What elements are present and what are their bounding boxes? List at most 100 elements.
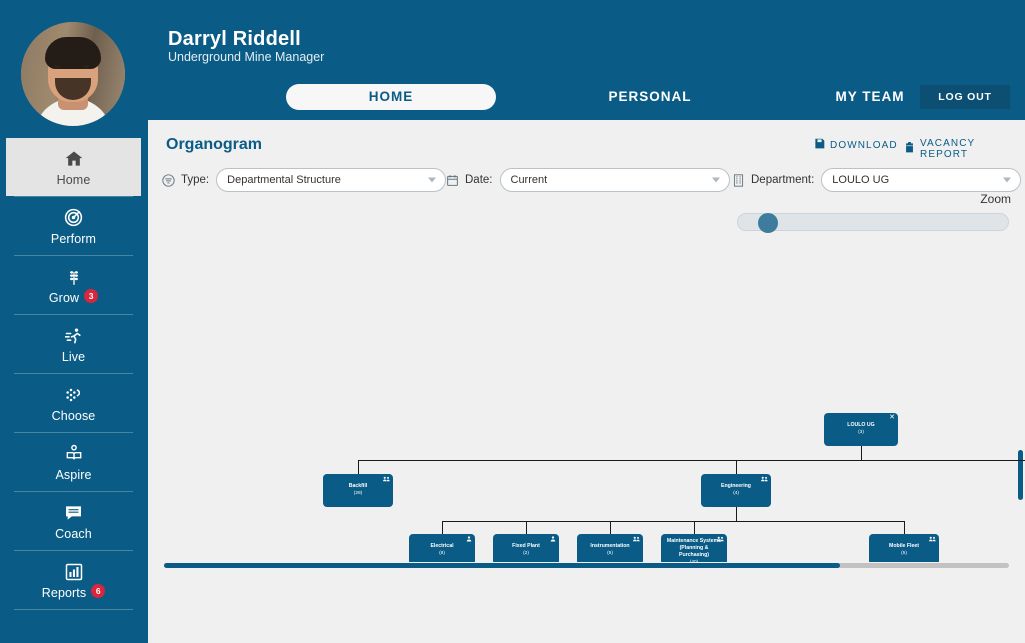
tab-my-team[interactable]: MY TEAM	[835, 89, 905, 104]
connector-horizontal	[442, 521, 904, 523]
org-chart[interactable]: LOULO UG(3)✕Backfill(29)Engineering(4)Ex…	[148, 232, 1025, 562]
sidebar-item-label: Choose	[51, 408, 96, 423]
org-node-name: Instrumentation	[590, 543, 630, 550]
org-node-name: LOULO UG	[847, 422, 875, 429]
chevron-down-icon	[428, 177, 437, 183]
sidebar-item-label: Live	[61, 349, 86, 364]
close-icon[interactable]: ✕	[889, 414, 895, 421]
date-control: Date: Current	[446, 168, 730, 192]
connector-vertical	[442, 521, 444, 534]
zoom-label: Zoom	[980, 192, 1011, 206]
org-node[interactable]: LOULO UG(3) ✕	[824, 413, 898, 446]
sidebar-item-reports[interactable]: Reports 6	[6, 551, 141, 609]
sidebar-divider	[14, 255, 133, 256]
home-icon	[63, 148, 85, 170]
vacancy-report-button[interactable]: VACANCY REPORT	[904, 138, 1025, 160]
person-icon	[550, 536, 556, 544]
save-disk-icon	[814, 138, 825, 152]
user-name: Darryl Riddell	[168, 28, 301, 50]
department-control: Department: LOULO UG	[732, 168, 1022, 192]
sidebar-divider	[14, 491, 133, 492]
department-value: LOULO UG	[832, 174, 890, 186]
avatar[interactable]	[21, 22, 125, 126]
calendar-icon	[446, 174, 459, 187]
zoom-slider-handle[interactable]	[758, 213, 778, 233]
people-icon	[761, 476, 768, 484]
download-button[interactable]: DOWNLOAD	[814, 138, 898, 152]
logout-button[interactable]: LOG OUT	[920, 85, 1010, 109]
org-node-name: Fixed Plant	[512, 543, 540, 550]
connector-vertical	[736, 507, 738, 521]
connector-vertical	[610, 521, 612, 534]
org-node[interactable]: Backfill(29)	[323, 474, 393, 507]
sidebar-divider	[14, 314, 133, 315]
sidebar-divider	[14, 432, 133, 433]
sidebar-item-choose[interactable]: Choose	[6, 374, 141, 432]
content-panel: Organogram DOWNLOAD VACANCY REPORT Type:…	[148, 120, 1025, 643]
date-value: Current	[510, 174, 548, 186]
runner-icon	[63, 325, 85, 347]
header: Darryl Riddell Underground Mine Manager …	[148, 0, 1025, 120]
type-select[interactable]: Departmental Structure	[216, 168, 447, 192]
connector-vertical	[736, 460, 738, 474]
department-label: Department:	[751, 174, 815, 186]
sidebar-item-coach[interactable]: Coach	[6, 492, 141, 550]
book-person-icon	[64, 443, 84, 465]
org-node[interactable]: Engineering(4)	[701, 474, 771, 507]
people-icon	[633, 536, 640, 544]
speech-bubble-icon	[63, 502, 84, 524]
connector-vertical	[904, 521, 906, 534]
sidebar-divider	[14, 373, 133, 374]
sidebar-item-aspire[interactable]: Aspire	[6, 433, 141, 491]
org-node[interactable]: Mobile Fleet(5)	[869, 534, 939, 562]
org-node-name: Backfill	[348, 483, 368, 490]
network-icon	[63, 384, 84, 406]
sidebar-divider	[14, 609, 133, 610]
wheat-icon	[64, 266, 84, 288]
org-node-name: Maintenance Systems (Planning & Purchasi…	[666, 537, 722, 558]
org-node[interactable]: Electrical(8)	[409, 534, 475, 562]
sidebar-item-grow[interactable]: Grow 3	[6, 256, 141, 314]
connector-vertical	[358, 460, 360, 474]
org-node-count: (5)	[607, 551, 613, 557]
type-label: Type:	[181, 174, 210, 186]
main-tabs: HOME PERSONAL MY TEAM LOG OUT	[148, 84, 1025, 110]
sidebar-item-label: Grow	[48, 290, 80, 305]
sidebar-badge: 3	[84, 289, 99, 303]
tab-home[interactable]: HOME	[286, 84, 496, 110]
type-value: Departmental Structure	[227, 174, 341, 186]
sidebar-item-home[interactable]: Home	[6, 138, 141, 196]
connector-horizontal	[358, 460, 1025, 462]
connector-vertical	[526, 521, 528, 534]
sidebar-item-live[interactable]: Live	[6, 315, 141, 373]
sidebar-item-perform[interactable]: Perform	[6, 197, 141, 255]
horizontal-scroll-thumb[interactable]	[164, 563, 840, 568]
horizontal-scrollbar[interactable]	[164, 563, 1009, 568]
department-select[interactable]: LOULO UG	[821, 168, 1022, 192]
org-node[interactable]: Maintenance Systems (Planning & Purchasi…	[661, 534, 727, 562]
date-select[interactable]: Current	[499, 168, 730, 192]
org-node[interactable]: Instrumentation(5)	[577, 534, 643, 562]
sidebar-item-label: Home	[56, 172, 91, 187]
zoom-slider[interactable]	[737, 213, 1009, 233]
sidebar-item-label: Aspire	[55, 467, 92, 482]
sidebar-item-label: Reports	[41, 585, 87, 600]
sidebar-item-label: Coach	[55, 526, 92, 541]
vertical-scroll-thumb[interactable]	[1018, 450, 1023, 500]
people-icon	[383, 476, 390, 484]
date-label: Date:	[465, 174, 493, 186]
vacancy-label: VACANCY REPORT	[920, 138, 976, 160]
tab-personal[interactable]: PERSONAL	[608, 89, 692, 104]
people-icon	[929, 536, 936, 544]
org-node[interactable]: Fixed Plant(2)	[493, 534, 559, 562]
type-control: Type: Departmental Structure	[162, 168, 447, 192]
chevron-down-icon	[711, 177, 720, 183]
org-node-count: (29)	[353, 491, 363, 497]
briefcase-up-icon	[904, 142, 915, 156]
people-icon	[717, 536, 724, 544]
org-node-count: (8)	[439, 551, 445, 557]
connector-vertical	[694, 521, 696, 534]
org-node-count: (3)	[858, 430, 864, 436]
sidebar-badge: 6	[91, 584, 106, 598]
